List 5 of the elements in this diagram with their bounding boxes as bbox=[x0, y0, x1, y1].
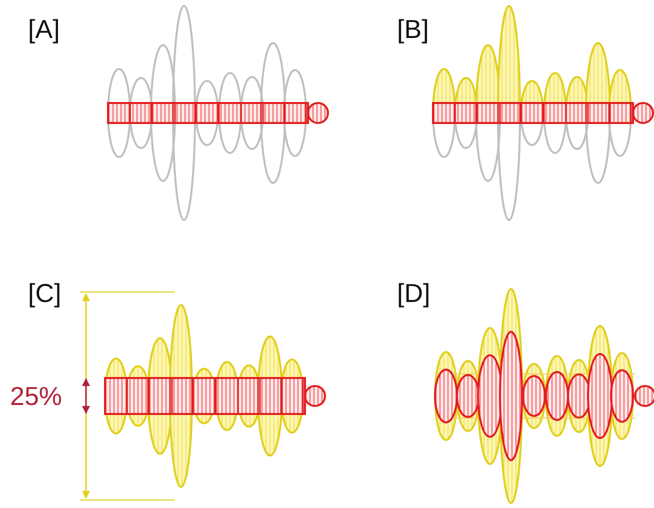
panel-label: [D] bbox=[397, 280, 430, 306]
panel-label: [B] bbox=[397, 16, 429, 42]
percentage-label: 25% bbox=[10, 383, 62, 409]
panel-label: [A] bbox=[28, 16, 60, 42]
panel-label: [C] bbox=[28, 280, 62, 306]
